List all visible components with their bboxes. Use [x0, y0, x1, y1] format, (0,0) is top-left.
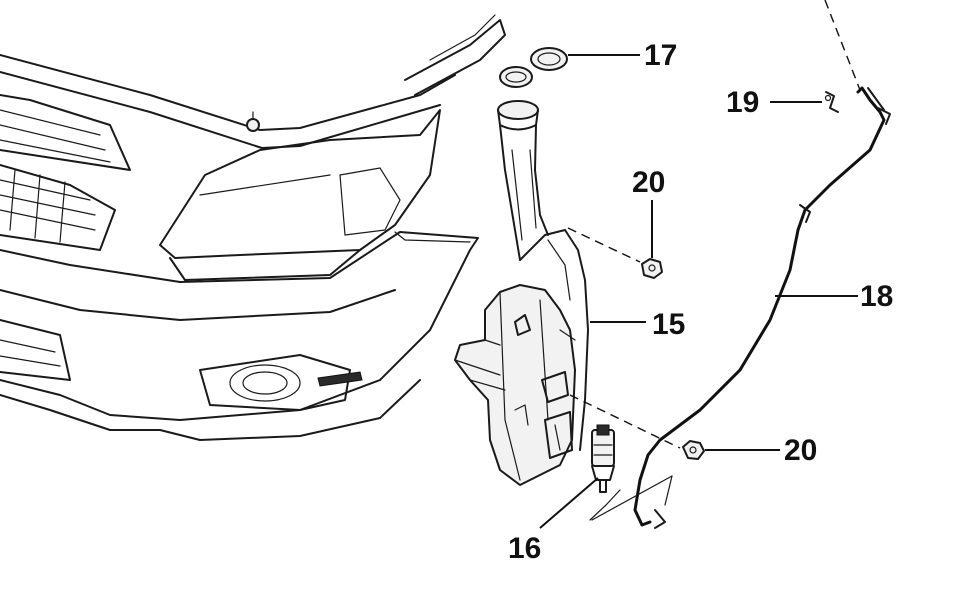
callouts: 17 19 20 15 18 20 16: [508, 39, 893, 565]
callout-15: 15: [652, 308, 685, 341]
callout-16: 16: [508, 532, 541, 565]
part-20-lower-grommet: [682, 440, 705, 460]
callout-20-lower: 20: [784, 434, 817, 467]
part-18-washer-hose: [633, 86, 891, 529]
part-17-seal-rings: [499, 47, 568, 88]
part-15-washer-reservoir: [454, 100, 589, 486]
callout-17: 17: [644, 39, 677, 72]
part-19-clip: [824, 91, 839, 113]
callout-19: 19: [726, 86, 759, 119]
part-20-upper-nut: [641, 258, 663, 279]
callout-18: 18: [860, 280, 893, 313]
leader-lines: [539, 54, 858, 529]
front-bumper-assembly: [0, 14, 506, 441]
part-16-washer-pump: [591, 424, 615, 493]
assembly-lines: [567, 0, 861, 521]
callout-20-upper: 20: [632, 166, 665, 199]
